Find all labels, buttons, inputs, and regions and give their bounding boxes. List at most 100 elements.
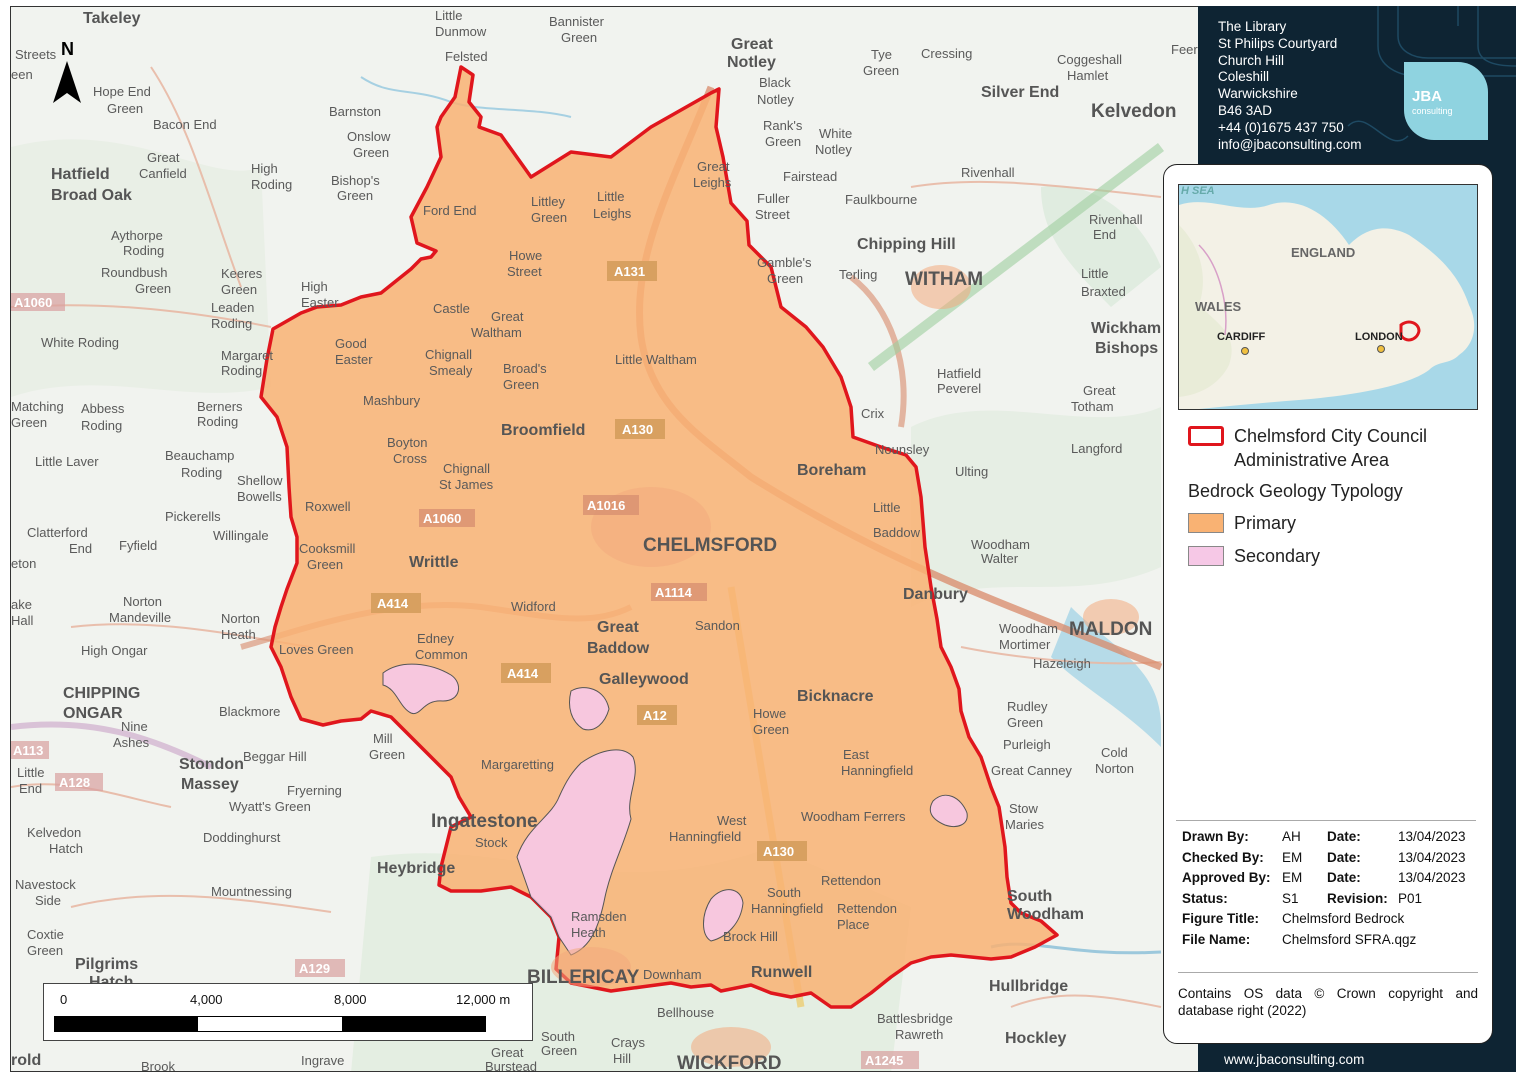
svg-text:Black: Black <box>759 75 791 90</box>
svg-text:Green: Green <box>27 943 63 958</box>
svg-text:Downham: Downham <box>643 967 702 982</box>
svg-text:Bishop's: Bishop's <box>331 173 380 188</box>
base-map[interactable]: A131 A130 A1016 A1060 A414 A1114 A12 A41… <box>11 7 1516 1072</box>
svg-text:Little: Little <box>873 500 900 515</box>
map-estuary <box>1051 607 1161 747</box>
svg-text:Roding: Roding <box>181 465 222 480</box>
svg-text:Sandon: Sandon <box>695 618 740 633</box>
inset-london-marker <box>1377 345 1385 353</box>
copyright-notice: Contains OS data © Crown copyright and d… <box>1178 972 1478 1019</box>
svg-text:Cressing: Cressing <box>921 46 972 61</box>
svg-text:Heath: Heath <box>571 925 606 940</box>
svg-text:Rivenhall: Rivenhall <box>961 165 1015 180</box>
scale-bar: 0 4,000 8,000 12,000 m <box>43 983 533 1041</box>
svg-text:Green: Green <box>753 722 789 737</box>
svg-text:Silver End: Silver End <box>981 84 1059 101</box>
svg-text:Navestock: Navestock <box>15 877 76 892</box>
svg-text:Notley: Notley <box>727 54 776 71</box>
svg-text:Purleigh: Purleigh <box>1003 737 1051 752</box>
svg-text:Runwell: Runwell <box>751 964 812 981</box>
svg-text:Green: Green <box>107 101 143 116</box>
svg-text:Bacon End: Bacon End <box>153 117 217 132</box>
secondary-patch[interactable] <box>382 663 459 715</box>
secondary-patch[interactable] <box>516 749 636 956</box>
svg-text:Green: Green <box>863 63 899 78</box>
svg-text:Rettendon: Rettendon <box>821 873 881 888</box>
svg-text:End: End <box>69 541 92 556</box>
svg-text:Chignall: Chignall <box>425 347 472 362</box>
svg-text:Peverel: Peverel <box>937 381 981 396</box>
secondary-patch[interactable] <box>929 794 968 827</box>
detail-row-figure-title: Figure Title: Chelmsford Bedrock <box>1176 911 1476 932</box>
svg-text:Fuller: Fuller <box>757 191 790 206</box>
address-line: Church Hill <box>1218 52 1285 68</box>
detail-value: AH <box>1282 829 1301 844</box>
svg-text:Green: Green <box>1007 715 1043 730</box>
detail-value: 13/04/2023 <box>1398 849 1466 865</box>
secondary-patch[interactable] <box>569 687 610 731</box>
svg-text:South: South <box>767 885 801 900</box>
svg-text:Boreham: Boreham <box>797 462 866 479</box>
secondary-swatch <box>1188 546 1224 566</box>
address-line: The Library <box>1218 19 1287 34</box>
svg-text:Leaden: Leaden <box>211 300 254 315</box>
svg-text:A1245: A1245 <box>865 1053 903 1068</box>
legend-label-primary: Primary <box>1234 513 1296 533</box>
svg-text:Maries: Maries <box>1005 817 1045 832</box>
svg-text:Burstead: Burstead <box>485 1059 537 1072</box>
svg-text:Woodham Ferrers: Woodham Ferrers <box>801 809 906 824</box>
svg-text:Green: Green <box>135 281 171 296</box>
svg-text:West: West <box>717 813 747 828</box>
svg-text:Rank's: Rank's <box>763 118 803 133</box>
website-link[interactable]: www.jbaconsulting.com <box>1224 1052 1365 1067</box>
svg-text:Littley: Littley <box>531 194 565 209</box>
scale-bar-segments <box>54 1016 486 1032</box>
svg-text:Mountnessing: Mountnessing <box>211 884 292 899</box>
detail-row-approved: Approved By: EM Date: 13/04/2023 <box>1176 870 1476 891</box>
address-line: St Philips Courtyard <box>1218 35 1338 51</box>
svg-text:Willingale: Willingale <box>213 528 269 543</box>
svg-text:Castle: Castle <box>433 301 470 316</box>
email-address: info@jbaconsulting.com <box>1218 136 1362 152</box>
secondary-geology-patches[interactable] <box>382 663 968 956</box>
svg-text:Street: Street <box>507 264 542 279</box>
svg-text:A414: A414 <box>507 666 539 681</box>
svg-text:Onslow: Onslow <box>347 129 391 144</box>
svg-text:South: South <box>1007 888 1052 905</box>
svg-text:ONGAR: ONGAR <box>63 705 123 722</box>
svg-text:High: High <box>251 161 278 176</box>
legend-item-boundary: Chelmsford City Council Administrative A… <box>1188 424 1474 472</box>
svg-text:Mill: Mill <box>373 731 393 746</box>
svg-text:Ingrave: Ingrave <box>301 1053 344 1068</box>
svg-text:Notley: Notley <box>815 142 852 157</box>
svg-text:Streets: Streets <box>15 47 57 62</box>
svg-text:Roding: Roding <box>251 177 292 192</box>
svg-text:Ashes: Ashes <box>113 735 150 750</box>
svg-text:Battlesbridge: Battlesbridge <box>877 1011 953 1026</box>
address-line: Warwickshire <box>1218 86 1298 102</box>
svg-text:Margaret: Margaret <box>221 348 273 363</box>
svg-text:St James: St James <box>439 477 494 492</box>
svg-text:Tye: Tye <box>871 47 892 62</box>
jba-logo: JBA consulting <box>1404 62 1488 140</box>
secondary-patch[interactable] <box>703 889 744 942</box>
inset-label-england: ENGLAND <box>1291 245 1356 260</box>
svg-text:Stock: Stock <box>475 835 508 850</box>
svg-text:A1060: A1060 <box>14 295 52 310</box>
svg-text:Side: Side <box>35 893 61 908</box>
svg-text:Ingatestone: Ingatestone <box>431 811 538 832</box>
detail-key: Drawn By: <box>1182 829 1249 844</box>
svg-text:WITHAM: WITHAM <box>905 269 983 290</box>
svg-text:Hazeleigh: Hazeleigh <box>1033 656 1091 671</box>
north-arrow: N <box>47 39 87 111</box>
svg-text:Langford: Langford <box>1071 441 1122 456</box>
svg-text:Hill: Hill <box>613 1051 631 1066</box>
north-arrow-icon <box>53 61 81 103</box>
svg-text:Hatfield: Hatfield <box>51 166 110 183</box>
svg-text:Chipping Hill: Chipping Hill <box>857 236 956 253</box>
svg-text:Great: Great <box>491 309 524 324</box>
scale-label-12000: 12,000 m <box>456 992 511 1007</box>
svg-text:Nounsley: Nounsley <box>875 442 930 457</box>
svg-text:Green: Green <box>561 30 597 45</box>
svg-text:Norton: Norton <box>221 611 260 626</box>
